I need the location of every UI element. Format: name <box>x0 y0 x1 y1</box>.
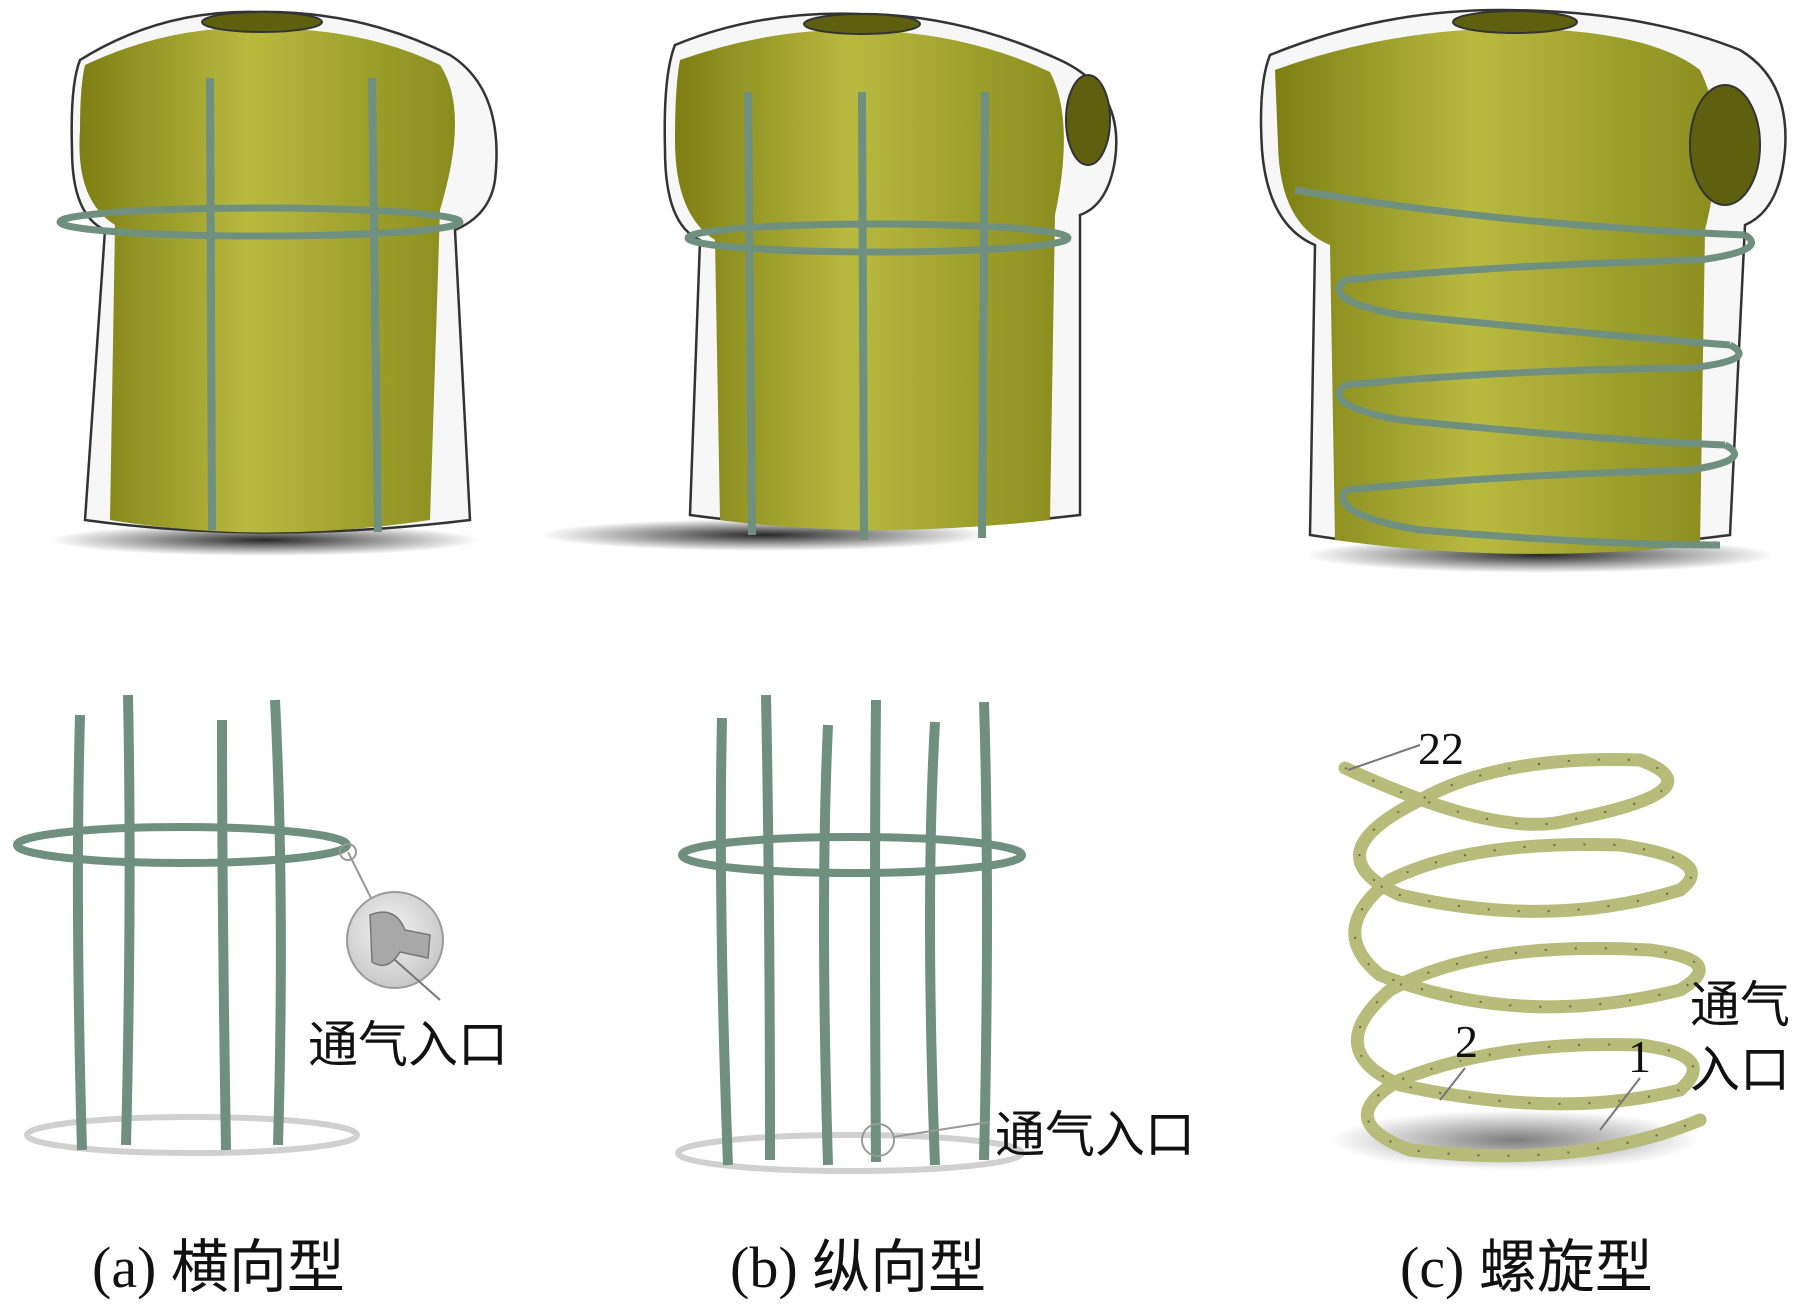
mannequin-b <box>540 12 1118 551</box>
number-1: 1 <box>1628 1031 1651 1082</box>
inlet-label-a: 通气入口 <box>308 1016 508 1074</box>
tube-frame-a <box>13 694 444 1156</box>
tube-frame-b <box>675 694 1026 1174</box>
mannequin-a <box>50 10 498 556</box>
tube-spiral-c <box>1330 744 1707 1170</box>
caption-b: (b) 纵向型 <box>730 1235 987 1300</box>
caption-c: (c) 螺旋型 <box>1400 1235 1653 1300</box>
inlet-label-c-line1: 通气 <box>1690 976 1790 1034</box>
inlet-label-b: 通气入口 <box>995 1106 1195 1164</box>
number-22: 22 <box>1418 723 1464 774</box>
caption-a: (a) 横向型 <box>92 1235 345 1300</box>
inlet-label-c-line2: 入口 <box>1690 1041 1790 1099</box>
number-2: 2 <box>1455 1016 1478 1067</box>
mannequin-c <box>1259 8 1787 573</box>
